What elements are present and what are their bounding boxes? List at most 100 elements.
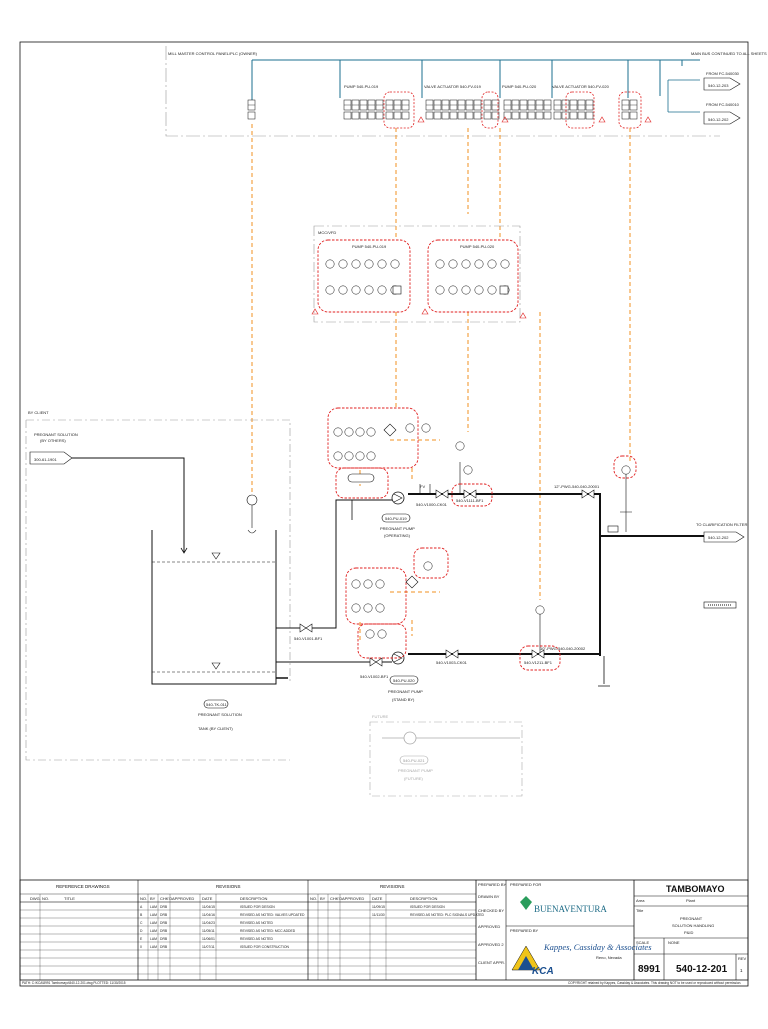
- tank-note: TANK (BY CLIENT): [198, 726, 233, 731]
- svg-text:KCA: KCA: [532, 966, 554, 977]
- mcc-signal-bubble: [338, 259, 348, 269]
- mcc-label: MCC/VFD: [318, 230, 336, 235]
- drawing-type: P&ID: [684, 930, 693, 935]
- scale-value: NONE: [668, 940, 680, 945]
- mcc-vfd-area: MCC/VFD PUMP 540-PU-019 PUMP 540-PU-020: [311, 225, 527, 323]
- from-2-connector[interactable]: [703, 111, 741, 125]
- mcc-signal-bubble: [351, 259, 361, 269]
- plc-io-card: [441, 99, 450, 120]
- future-pump-state: (FUTURE): [404, 776, 424, 781]
- revision-cell: LAM: [150, 921, 157, 925]
- mcc-cloud-1: [317, 239, 411, 313]
- revision-cell: LAM: [150, 937, 157, 941]
- revision-column-header: APPROVED: [172, 896, 194, 901]
- checked-by-label: CHECKED BY: [478, 908, 504, 913]
- area-label: Area: [636, 898, 645, 903]
- destination-connector[interactable]: [703, 531, 745, 543]
- revision-cell: DRB: [160, 929, 168, 933]
- mcc-signal-bubble: [461, 285, 471, 295]
- buenaventura-logo: BUENAVENTURA: [520, 896, 607, 914]
- mcc-signal-bubble: [325, 259, 335, 269]
- plc-io-card: [543, 99, 552, 120]
- revision-cell: DRB: [160, 913, 168, 917]
- source-connector[interactable]: [29, 451, 73, 465]
- field-instrument-bubble: [621, 465, 631, 475]
- pump-540-pu-019[interactable]: 540-PU-019 PREGNANT PUMP (OPERATING): [380, 491, 415, 538]
- pump-540-pu-020[interactable]: 540-PU-020 PREGNANT PUMP (STAND BY): [388, 651, 423, 702]
- revision-column-header: NO.: [310, 896, 317, 901]
- field-instrument-bubble: [463, 465, 473, 475]
- check-valve-2-label: 540-V1003-CK01: [436, 660, 468, 665]
- signal-lines: [251, 124, 631, 640]
- mcc-signal-bubble: [435, 259, 445, 269]
- plc-io-card: [351, 99, 360, 120]
- mcc-cloud-2: [427, 239, 519, 313]
- mcc-pump-1-label: PUMP 540-PU-019: [352, 244, 387, 249]
- mcc-signal-bubble: [435, 285, 445, 295]
- pump-1-tag: 540-PU-019: [385, 516, 407, 521]
- project-name: TAMBOMAYO: [666, 884, 725, 894]
- mcp-label: MILL MASTER CONTROL PANEL/PLC (OWNER): [168, 51, 258, 56]
- plc-io-card: [457, 99, 466, 120]
- plc-io-card: [393, 99, 402, 120]
- client-approval-label: CLIENT APPR.: [478, 960, 505, 965]
- mcc-signal-bubble: [487, 285, 497, 295]
- revision-column-header: CHK'D: [160, 896, 172, 901]
- pump-2-state: (STAND BY): [392, 697, 415, 702]
- mcc-signal-bubble: [461, 259, 471, 269]
- revision-column-header: DATE: [372, 896, 383, 901]
- mcc-signal-bubble: [364, 285, 374, 295]
- local-signal-bubble: [375, 579, 385, 589]
- revision-column-header: BY: [150, 896, 156, 901]
- local-signal-bubble: [333, 427, 343, 437]
- from-2-dwg: 540-12-202: [708, 117, 729, 122]
- plc-io-card: [561, 99, 570, 120]
- local-signal-bubble: [366, 427, 376, 437]
- pregnant-solution-tank[interactable]: 540-TK-011 PREGNANT SOLUTION TANK (BY CL…: [151, 530, 277, 731]
- plc-io-card: [491, 99, 500, 120]
- revision-cell: ISSUED FOR DESIGN: [240, 905, 275, 909]
- mcc-signal-bubble: [364, 259, 374, 269]
- plc-io-card: [359, 99, 368, 120]
- plc-io-card: [577, 99, 586, 120]
- pump-group-1-label: PUMP 540-PU-019: [344, 84, 379, 89]
- valve-actuator-2-label: VALVE ACTUATOR 540-FV-020: [552, 84, 610, 89]
- revision-cell: REVISED AS NOTED: MCC ADDED: [240, 929, 296, 933]
- area-value: Plant: [686, 898, 696, 903]
- prepared-for-label: PREPARED FOR: [510, 882, 541, 887]
- field-instrument-bubble: [535, 605, 545, 615]
- revisions-header: REVISIONS: [216, 884, 241, 889]
- from-1-connector[interactable]: [703, 77, 741, 91]
- revision-cell: E: [140, 937, 143, 941]
- plc-io-card: [519, 99, 528, 120]
- revision-column-header: CHK'D: [330, 896, 342, 901]
- mcc-signal-bubble: [474, 285, 484, 295]
- file-path: PATH: C:\KCA\8991 Tambomayo\540-12-201.d…: [22, 981, 126, 985]
- mcc-signal-bubble: [448, 285, 458, 295]
- revision-cell: DRB: [160, 937, 168, 941]
- plc-io-card: [553, 99, 562, 120]
- valves[interactable]: [299, 489, 619, 667]
- field-instrument-bubble: [421, 423, 431, 433]
- plc-io-card: [511, 99, 520, 120]
- title-label: Title: [636, 908, 644, 913]
- title-block-text: REFERENCE DRAWINGS DWG. NO. TITLE REVISI…: [30, 882, 747, 977]
- revision-cell: REVISED AS NOTED: VALVES UPDATED: [240, 913, 305, 917]
- prepared-by-label: PREPARED BY: [478, 882, 506, 887]
- local-signal-bubble: [351, 603, 361, 613]
- plc-io-card: [343, 99, 352, 120]
- revision-cell: B: [140, 913, 143, 917]
- mcc-signal-bubble: [390, 259, 400, 269]
- mcc-signal-bubble: [474, 259, 484, 269]
- local-signal-bubble: [365, 629, 375, 639]
- field-instrument-bubble: [405, 423, 415, 433]
- plc-io-card: [247, 99, 256, 120]
- prepared-by-label-2: PREPARED BY: [510, 928, 538, 933]
- pump-2-name: PREGNANT PUMP: [388, 689, 423, 694]
- plc-io-card: [375, 99, 384, 120]
